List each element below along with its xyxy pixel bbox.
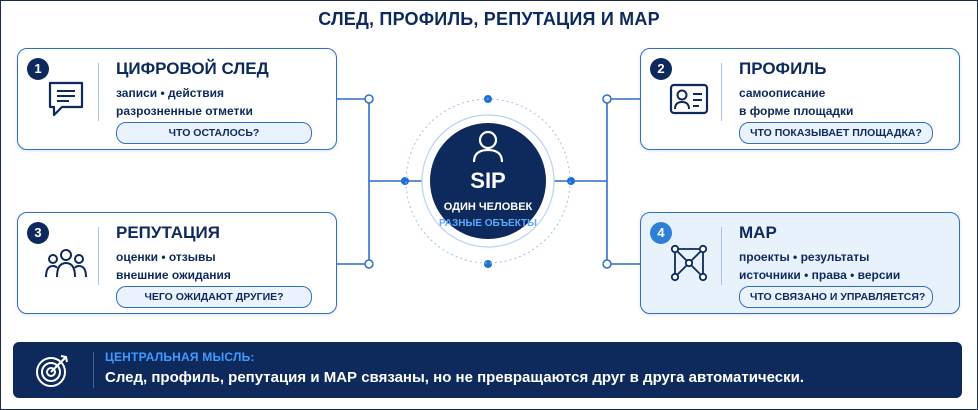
card-map: 4 МАР проекты • результаты источники • п…	[640, 212, 960, 314]
chat-icon	[48, 81, 84, 117]
person-icon	[472, 130, 504, 163]
divider	[721, 227, 722, 285]
question-pill: ЧЕГО ОЖИДАЮТ ДРУГИЕ?	[116, 286, 312, 308]
card-profile: 2 ПРОФИЛЬ самоописание в форме площадки …	[640, 48, 960, 150]
card-number: 1	[27, 58, 49, 80]
card-line2: внешние ожидания	[116, 268, 231, 282]
question-pill: ЧТО ОСТАЛОСЬ?	[116, 122, 312, 144]
center-line1: ОДИН ЧЕЛОВЕК	[443, 201, 533, 213]
divider	[98, 227, 99, 285]
central-idea-text: След, профиль, репутация и МАР связаны, …	[105, 369, 805, 386]
center-line2: РАЗНЫЕ ОБЪЕКТЫ	[439, 218, 537, 229]
group-icon	[45, 249, 87, 278]
divider	[93, 352, 94, 388]
card-title: ПРОФИЛЬ	[739, 59, 827, 78]
target-icon	[36, 355, 68, 387]
card-digital-trace: 1 ЦИФРОВОЙ СЛЕД записи • действия разроз…	[17, 48, 337, 150]
divider	[721, 63, 722, 121]
card-line1: самоописание	[739, 86, 826, 100]
card-title: МАР	[739, 223, 777, 242]
question-pill: ЧТО СВЯЗАНО И УПРАВЛЯЕТСЯ?	[739, 286, 933, 308]
card-number: 3	[27, 222, 49, 244]
card-line2: источники • права • версии	[739, 268, 901, 282]
card-title: ЦИФРОВОЙ СЛЕД	[116, 59, 269, 78]
card-line2: разрозненные отметки	[116, 104, 253, 118]
card-line1: проекты • результаты	[739, 250, 870, 264]
network-icon	[670, 244, 708, 282]
id-card-icon	[669, 83, 709, 115]
card-number: 4	[650, 222, 672, 244]
diagram-title: СЛЕД, ПРОФИЛЬ, РЕПУТАЦИЯ И МАР	[318, 9, 660, 29]
central-idea-banner: ЦЕНТРАЛЬНАЯ МЫСЛЬ: След, профиль, репута…	[13, 342, 962, 398]
card-line1: оценки • отзывы	[116, 250, 216, 264]
center-label: SIP	[470, 168, 506, 193]
card-line1: записи • действия	[116, 86, 224, 100]
card-reputation: 3 РЕПУТАЦИЯ оценки • отзывы внешние ожид…	[17, 212, 337, 314]
card-number: 2	[650, 58, 672, 80]
card-title: РЕПУТАЦИЯ	[116, 223, 220, 242]
card-line2: в форме площадки	[739, 104, 854, 118]
question-pill: ЧТО ПОКАЗЫВАЕТ ПЛОЩАДКА?	[739, 122, 933, 144]
center-circle	[430, 123, 546, 239]
outer-dotted-ring	[405, 98, 571, 264]
divider	[98, 63, 99, 121]
central-idea-label: ЦЕНТРАЛЬНАЯ МЫСЛЬ:	[105, 350, 255, 364]
